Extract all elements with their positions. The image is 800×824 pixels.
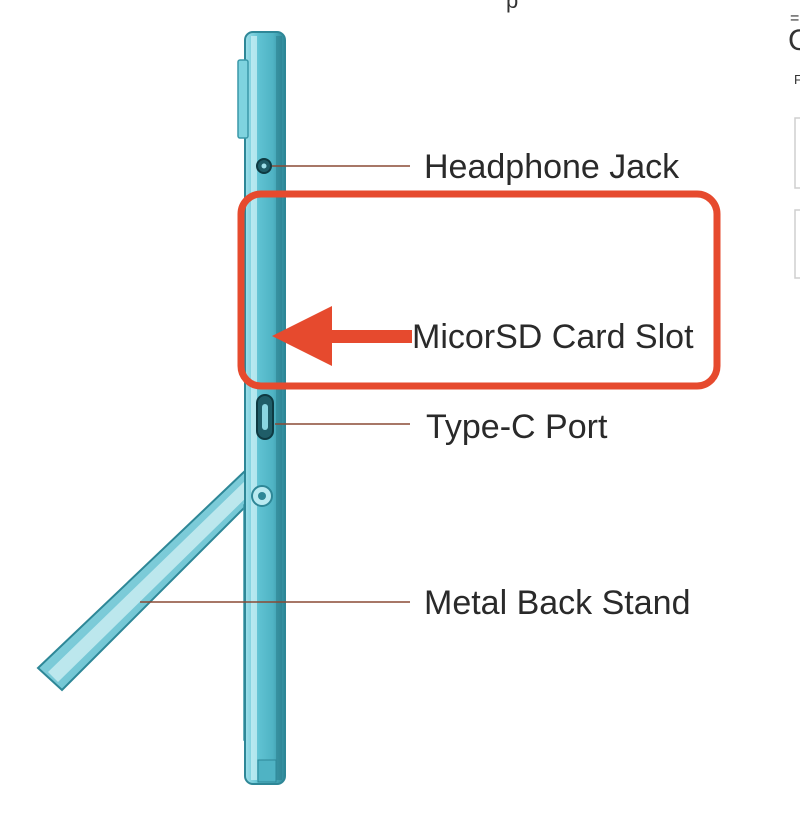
cropped-text-top: p [506, 0, 519, 13]
typec-port [256, 394, 274, 440]
metal-back-stand [36, 468, 264, 741]
cropped-text-right-1: = [790, 10, 800, 27]
microsd-highlight-box [237, 190, 721, 390]
headphone-jack-port [256, 158, 272, 174]
headphone-jack-label: Headphone Jack [424, 148, 680, 186]
right-edge-box-1 [794, 117, 800, 189]
right-edge-box-2 [794, 209, 800, 279]
stand-hinge [251, 485, 273, 507]
microsd-arrow-icon [272, 306, 412, 366]
cropped-text-right-2: C [788, 24, 800, 57]
microsd-slot-label: MicorSD Card Slot [412, 318, 694, 356]
cropped-text-right-3: F [794, 72, 800, 87]
typec-port-label: Type-C Port [426, 408, 608, 446]
metal-stand-label: Metal Back Stand [424, 584, 691, 622]
